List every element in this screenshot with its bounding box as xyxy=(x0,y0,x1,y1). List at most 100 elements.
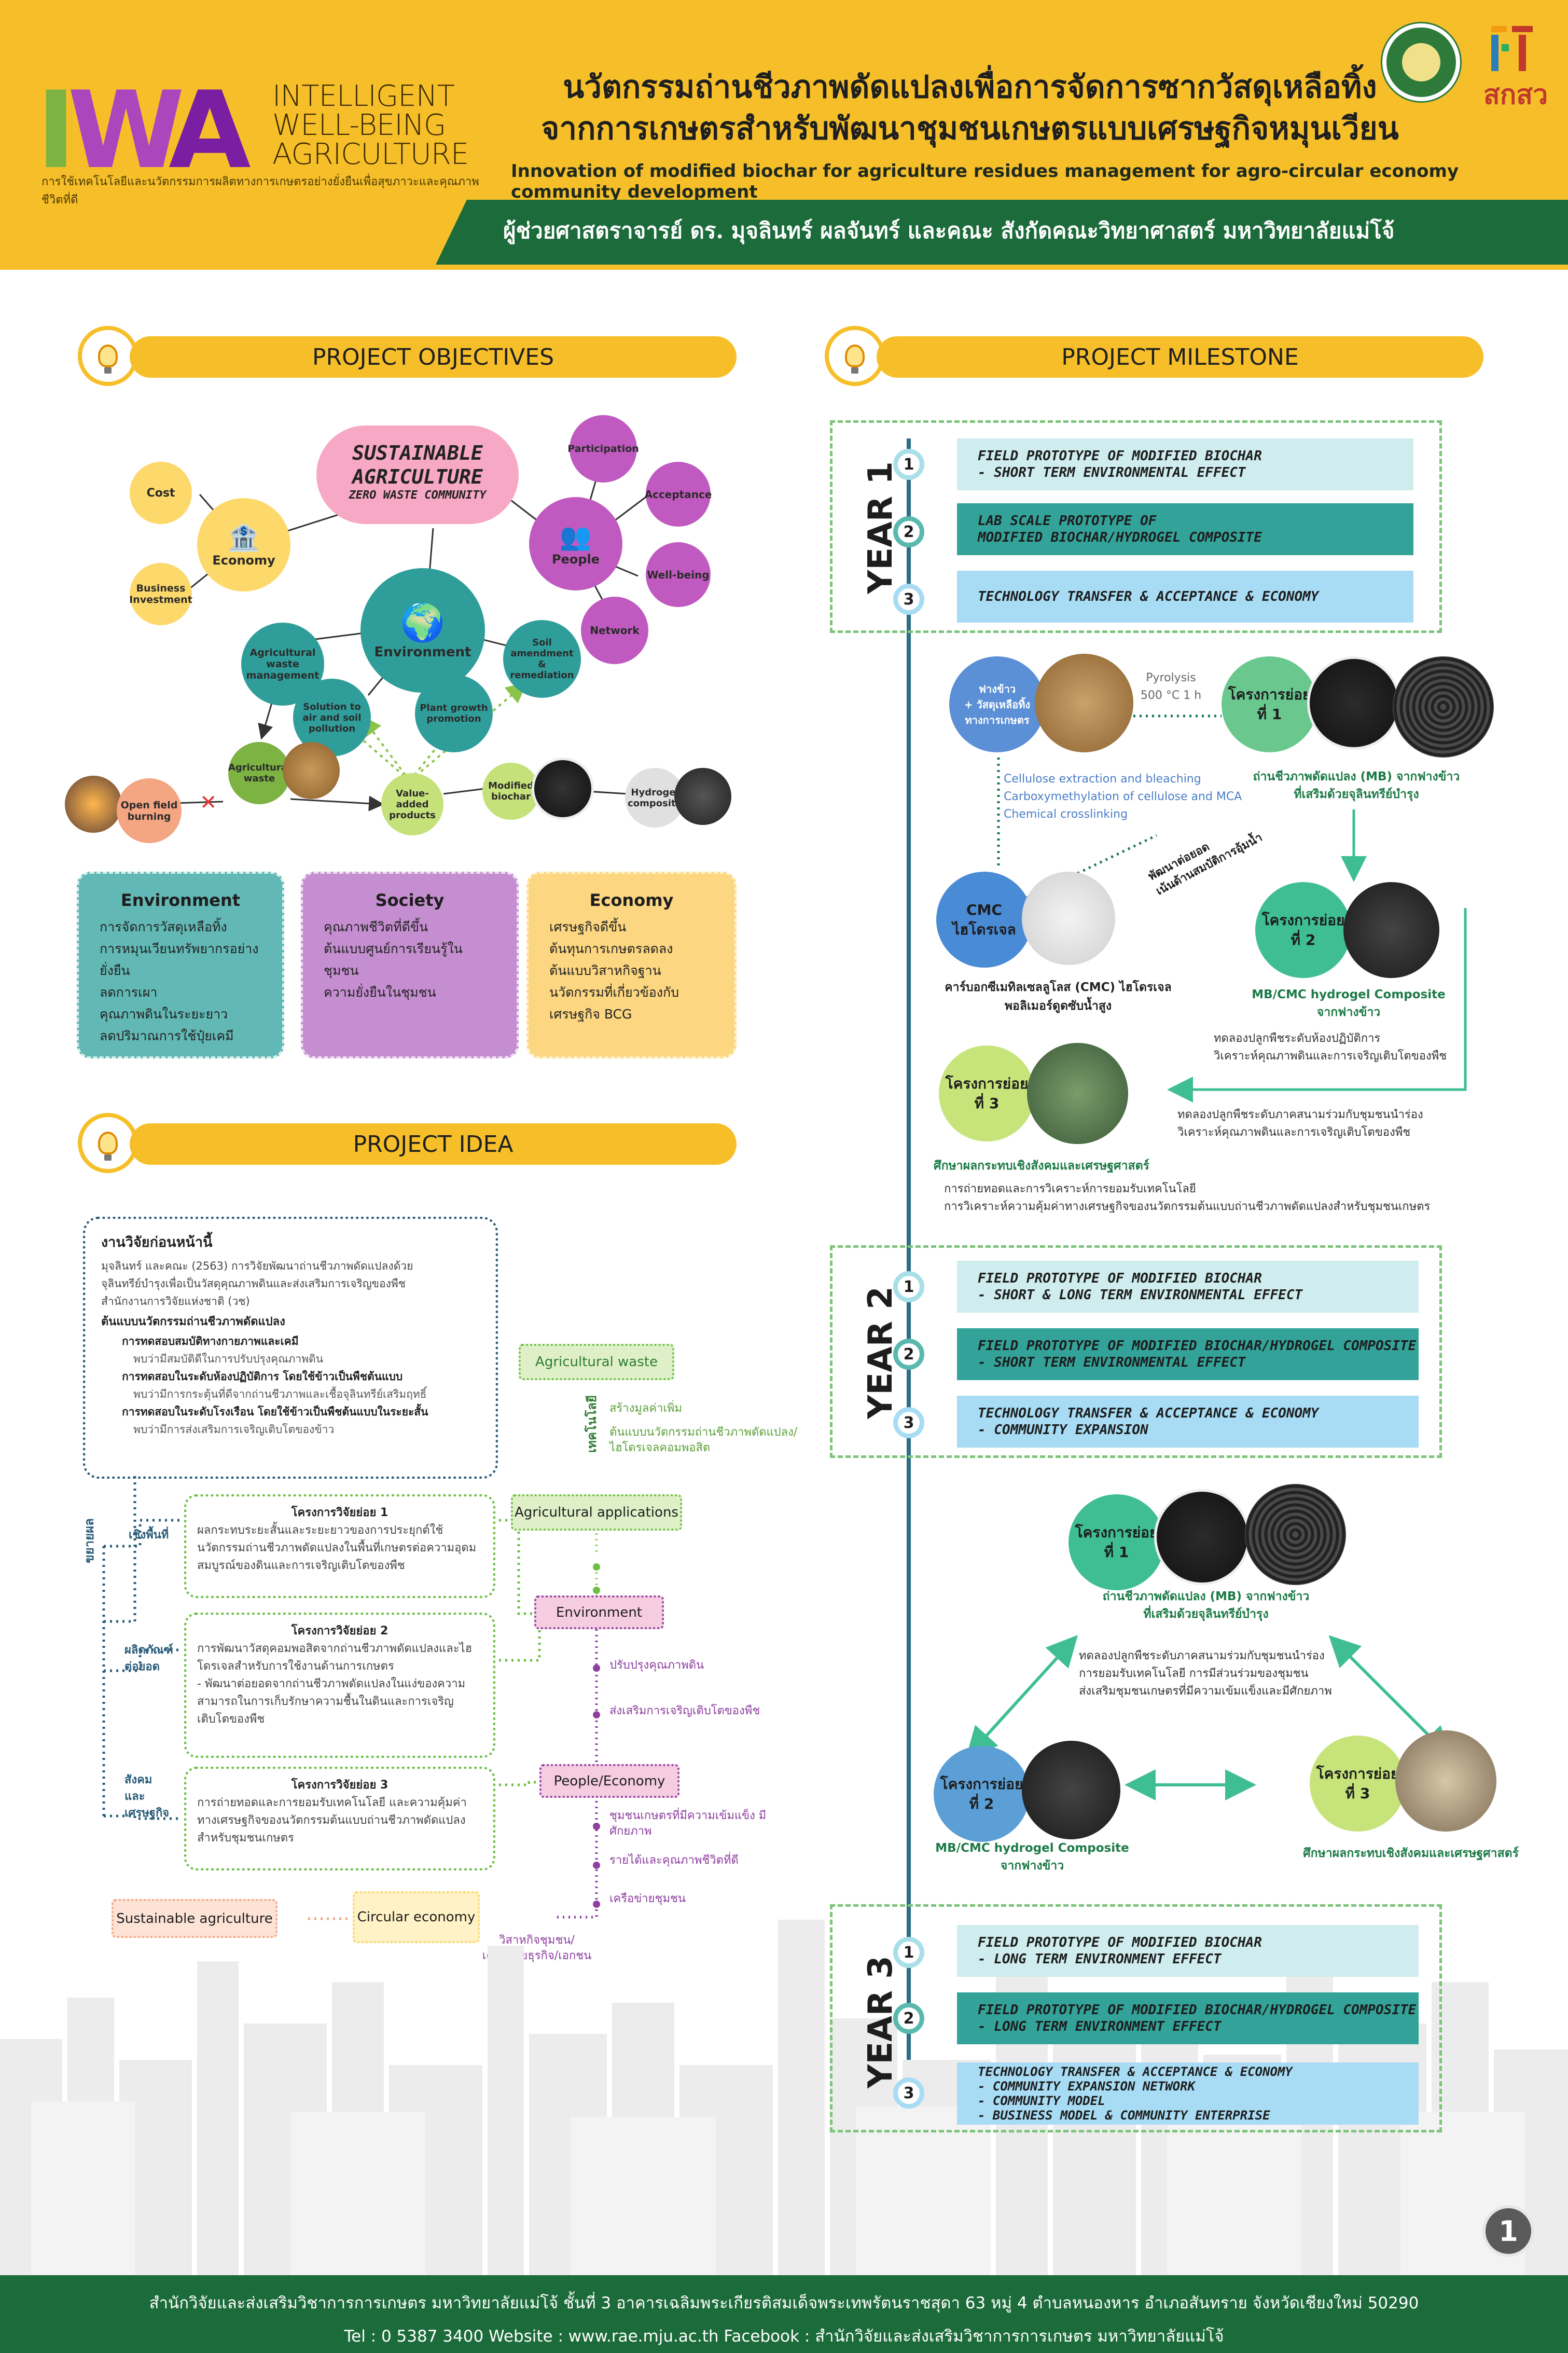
cmc-node: CMC ไฮโดรเจล xyxy=(936,872,1032,968)
burning-photo xyxy=(65,776,122,833)
logo-letter-a: A xyxy=(169,69,251,192)
logo-word-2: WELL-BEING xyxy=(272,108,446,142)
cmc-photo xyxy=(1022,872,1115,965)
node-agri-waste: Agricultural waste xyxy=(228,742,290,804)
bulb-icon xyxy=(78,1113,138,1173)
node-value-added: Value-added products xyxy=(381,773,443,835)
economy-icon: 🏦 xyxy=(227,522,260,553)
footer-contact: Tel : 0 5387 3400 Website : www.rae.mju.… xyxy=(344,2327,1224,2346)
y2-item-3: TECHNOLOGY TRANSFER & ACCEPTANCE & ECONO… xyxy=(957,1396,1419,1448)
pe-item: เครือข่ายชุมชน xyxy=(609,1892,686,1905)
subproject-2-box: โครงการวิจัยย่อย 2 การพัฒนาวัสดุคอมพอสิต… xyxy=(184,1613,495,1758)
iwa-logo: I W A INTELLIGENT WELL-BEING AGRICULTURE xyxy=(36,78,482,192)
subproject-1-box: โครงการวิจัยย่อย 1 ผลกระทบระยะสั้นและระย… xyxy=(184,1494,495,1598)
subproject-3-box: โครงการวิจัยย่อย 3 การถ่ายทอดและการยอมรั… xyxy=(184,1767,495,1870)
logo-word-1: INTELLIGENT xyxy=(272,79,455,113)
circular-note-line: วิสาหกิจชุมชน/ xyxy=(499,1934,575,1947)
y1-mb-caption: ถ่านชีวภาพดัดแปลง (MB) จากฟางข้าว ที่เสร… xyxy=(1253,770,1460,801)
economy-item: ต้นแบบวิสาหกิจฐานนวัตกรรมที่เกี่ยวข้องกั… xyxy=(549,963,679,1022)
node-plant-growth: Plant growth promotion xyxy=(415,675,493,752)
field-photo xyxy=(1027,1043,1128,1144)
y1-sub1-node: โครงการย่อย ที่ 1 xyxy=(1222,656,1317,752)
y1-sub3-list: การถ่ายทอดและการวิเคราะห์การยอมรับเทคโนโ… xyxy=(944,1180,1463,1216)
y3-num-1: 1 xyxy=(893,1937,924,1968)
title-thai-line-2: จากการเกษตรสำหรับพัฒนาชุมชนเกษตรแบบเศรษฐ… xyxy=(541,111,1399,147)
side-label-product: ผลิตภัณฑ์ต่อยอด xyxy=(124,1644,173,1673)
env-item: ลดปริมาณการใช้ปุ๋ยเคมี xyxy=(100,1028,234,1043)
sub3-item: การวิเคราะห์ความคุ้มค่าทางเศรษฐกิจของนวั… xyxy=(944,1200,1431,1213)
y2-sub3-node: โครงการย่อย ที่ 3 xyxy=(1310,1736,1406,1832)
straw-photo xyxy=(1035,654,1133,752)
objectives-title: PROJECT OBJECTIVES xyxy=(130,336,737,378)
tag-sustainable-agriculture: Sustainable agriculture xyxy=(112,1899,277,1938)
prev-item-desc: พบว่ามีการกระตุ้นที่ดีจากถ่านชีวภาพและเช… xyxy=(133,1388,427,1400)
y2-num-1: 1 xyxy=(893,1271,924,1302)
y1-sub2-list: ทดลองปลูกพืชระดับห้องปฏิบัติการ วิเคราะห… xyxy=(1214,1030,1546,1065)
year-3-box xyxy=(830,1904,1442,2132)
sub3-desc: การถ่ายทอดและการยอมรับเทคโนโลยี และความค… xyxy=(197,1796,467,1845)
page-number: 1 xyxy=(1482,2205,1534,2257)
prev-item-head: การทดสอบในระดับห้องปฏิบัติการ โดยใช้ข้าว… xyxy=(122,1370,403,1383)
cmc-caption: คาร์บอกซีเมทิลเซลลูโลส (CMC) ไฮโดรเจล พอ… xyxy=(945,981,1172,1013)
center-title-1: SUSTAINABLE xyxy=(352,442,483,464)
y3-num-2: 2 xyxy=(893,2003,924,2034)
prev-item-desc: พบว่ามีการส่งเสริมการเจริญเติบโตของข้าว xyxy=(133,1423,335,1436)
timeline-line xyxy=(907,438,911,2099)
y2-sub2-node: โครงการย่อย ที่ 2 xyxy=(934,1746,1030,1842)
objective-box-environment: Environment การจัดการวัสดุเหลือทิ้ง การห… xyxy=(77,872,284,1058)
y3-item-2: FIELD PROTOTYPE OF MODIFIED BIOCHAR/HYDR… xyxy=(957,1992,1419,2044)
society-item: ต้นแบบศูนย์การเรียนรู้ในชุมชน xyxy=(324,941,463,978)
y1-num-1: 1 xyxy=(893,449,924,480)
box-title-society: Society xyxy=(375,890,445,910)
tech-label: เทคโนโลยี xyxy=(585,1395,600,1453)
sub1-desc: ผลกระทบระยะสั้นและระยะยาวของการประยุกต์ใ… xyxy=(197,1524,477,1572)
biochar-micrograph xyxy=(1393,656,1494,758)
y1-num-3: 3 xyxy=(893,584,924,615)
prev-desc: จุลินทรีย์บำรุงเพื่อเป็นวัสดุคุณภาพดินแล… xyxy=(101,1277,406,1290)
prev-sub: ต้นแบบนวัตกรรมถ่านชีวภาพดัดแปลง xyxy=(101,1315,285,1328)
prev-item-head: การทดสอบสมบัติทางกายภาพและเคมี xyxy=(122,1335,299,1347)
y2-num-3: 3 xyxy=(893,1407,924,1438)
aw-item: สร้างมูลค่าเพิ่ม xyxy=(609,1402,682,1415)
y2-sub3-caption: ศึกษาผลกระทบเชิงสังคมและเศรษฐศาสตร์ xyxy=(1303,1847,1519,1860)
sub2-desc: - พัฒนาต่อยอดจากถ่านชีวภาพดัดแปลงในแง่ขอ… xyxy=(197,1677,466,1726)
people-economy-list: ชุมชนเกษตรที่มีความเข้มแข็ง มีศักยภาพ รา… xyxy=(609,1808,781,1907)
meeting-photo xyxy=(1395,1730,1496,1832)
y2-list: ทดลองปลูกพืชระดับภาคสนามร่วมกับชุมชนนำร่… xyxy=(1079,1647,1400,1700)
year-1-box xyxy=(830,420,1442,633)
side-label-area: เชิงพื้นที่ xyxy=(129,1529,169,1542)
node-participation: Participation xyxy=(567,415,639,483)
objective-box-society: Society คุณภาพชีวิตที่ดีขึ้น ต้นแบบศูนย์… xyxy=(301,872,519,1058)
y1-sub2-caption: MB/CMC hydrogel Composite จากฟางข้าว xyxy=(1252,988,1446,1019)
biochar-photo xyxy=(1307,656,1400,750)
globe-icon: 🌍 xyxy=(400,601,446,644)
y2-sub1-caption: ถ่านชีวภาพดัดแปลง (MB) จากฟางข้าว ที่เสร… xyxy=(1102,1590,1310,1621)
y2-item-1: FIELD PROTOTYPE OF MODIFIED BIOCHAR - SH… xyxy=(957,1261,1419,1313)
title-english: Innovation of modified biochar for agric… xyxy=(511,161,1459,202)
footer-address: สำนักวิจัยและส่งเสริมวิชาการการเกษตร มหา… xyxy=(149,2294,1419,2313)
logo-letter-w: W xyxy=(67,69,185,192)
y1-flow-lines xyxy=(997,714,1467,1103)
env-item: ลดการเผา xyxy=(100,985,158,1000)
center-title-3: ZERO WASTE COMMUNITY xyxy=(349,489,487,502)
straw-photo xyxy=(283,742,340,799)
previous-research-box: งานวิจัยก่อนหน้านี้ มุจลินทร์ และคณะ (25… xyxy=(83,1217,498,1479)
y1-sub3-node: โครงการย่อย ที่ 3 xyxy=(939,1045,1035,1141)
tag-circular-economy: Circular economy xyxy=(353,1891,480,1943)
node-modified-biochar: Modified biochar xyxy=(482,763,539,820)
y2-num-2: 2 xyxy=(893,1339,924,1370)
y1-sub2-node: โครงการย่อย ที่ 2 xyxy=(1255,882,1351,978)
author-bar xyxy=(436,200,1568,265)
sakaw-logo: สกสว xyxy=(1483,23,1548,112)
y1-item-2: LAB SCALE PROTOTYPE OF MODIFIED BIOCHAR/… xyxy=(957,503,1413,555)
sub3-title: โครงการวิจัยย่อย 3 xyxy=(291,1779,388,1792)
title-thai-line-1: นวัตกรรมถ่านชีวภาพดัดแปลงเพื่อการจัดการซ… xyxy=(563,69,1377,105)
bulb-icon xyxy=(825,326,885,386)
biochar-photo xyxy=(1154,1489,1250,1585)
node-economy: 🏦Economy xyxy=(197,498,290,591)
logo-letter-i: I xyxy=(36,69,76,192)
agri-waste-list: สร้างมูลค่าเพิ่ม ต้นแบบนวัตกรรมถ่านชีวภา… xyxy=(609,1401,807,1456)
sub2-title: โครงการวิจัยย่อย 2 xyxy=(291,1625,388,1638)
node-wellbeing: Well-being xyxy=(646,542,711,607)
sub2-item: วิเคราะห์คุณภาพดินและการเจริญเติบโตของพื… xyxy=(1214,1050,1447,1063)
